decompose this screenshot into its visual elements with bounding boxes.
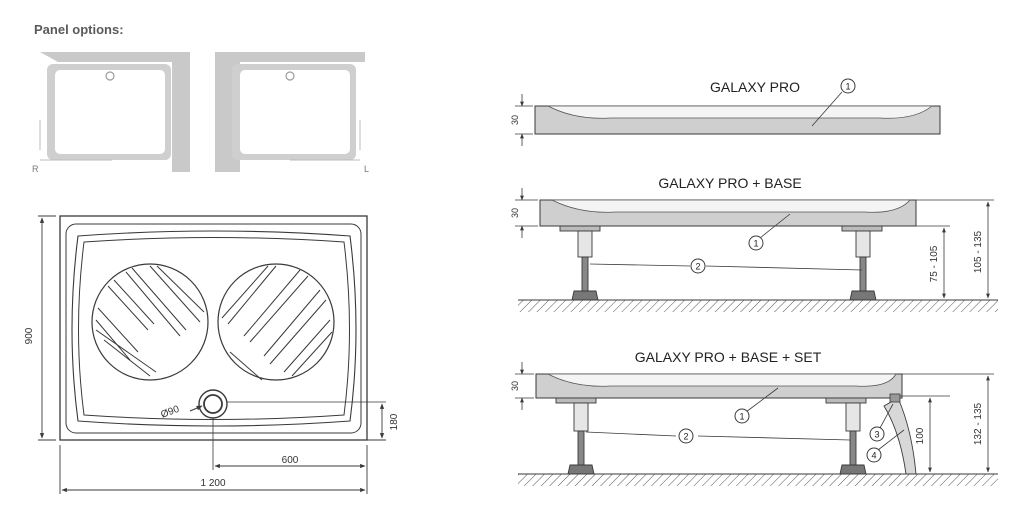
plan-height-dim: 900	[24, 327, 35, 344]
callout-1-icon	[840, 78, 856, 94]
callout-1-label: 1	[739, 412, 744, 422]
callout-2-icon	[678, 428, 694, 444]
thickness-dim: 30	[510, 208, 520, 218]
anti-slip-disc-right	[217, 263, 335, 381]
tray-rim	[65, 223, 362, 434]
section-galaxy-pro-base-set: GALAXY PRO + BASE + SET	[510, 349, 998, 486]
floor-hatch	[518, 300, 998, 312]
thickness-dim: 30	[510, 115, 520, 125]
tray-basin-outer	[71, 230, 357, 427]
drain-inner-ring	[203, 394, 223, 414]
total-range-dim: 105 - 135	[973, 230, 984, 273]
panel-option-right: R	[32, 48, 190, 174]
section-title: GALAXY PRO + BASE	[658, 175, 801, 191]
callout-2-label: 2	[695, 262, 700, 272]
total-range-dim: 132 - 135	[973, 402, 984, 445]
drain-offset-y-dim: 180	[389, 413, 400, 430]
callout-4-icon	[866, 447, 882, 463]
callout-4-label: 4	[871, 451, 876, 461]
tray-inner	[55, 70, 165, 154]
callout-1-icon	[734, 408, 750, 424]
panel-height-dim: 100	[915, 427, 926, 444]
panel-label-r: R	[32, 164, 39, 174]
front-panel	[883, 397, 917, 475]
callout-1-label: 1	[845, 82, 850, 92]
panel-bracket	[889, 393, 901, 403]
drain-diameter-label: Ø90	[159, 404, 181, 421]
section-galaxy-pro-base: GALAXY PRO + BASE	[510, 175, 998, 312]
anti-slip-stripes-left	[95, 265, 205, 377]
callout-3-label: 3	[874, 430, 879, 440]
panel-wall-shape	[40, 52, 190, 172]
drain-icon	[285, 71, 295, 81]
leg-range-dim: 75 - 105	[929, 245, 940, 282]
panel-wall-shape	[215, 52, 365, 172]
tray-basin-inner	[78, 237, 350, 420]
section-title: GALAXY PRO + BASE + SET	[635, 349, 822, 365]
drain-icon	[105, 71, 115, 81]
tray-inner	[240, 70, 350, 154]
panel-option-left: L	[215, 48, 369, 174]
thickness-dim: 30	[510, 381, 520, 391]
plan-dimension-lines	[38, 215, 386, 494]
panel-label-l: L	[364, 164, 369, 174]
panel-options-title: Panel options:	[34, 22, 124, 37]
floor-hatch	[518, 474, 998, 486]
callout-1-icon	[748, 235, 764, 251]
tray-outer-edge	[59, 215, 368, 441]
callout-3-icon	[869, 426, 885, 442]
plan-width-dim: 1 200	[200, 478, 225, 489]
plan-view	[59, 215, 386, 470]
drain-offset-x-dim: 600	[282, 455, 299, 466]
section-galaxy-pro: GALAXY PRO 30 1	[510, 78, 941, 146]
callout-2-icon	[690, 258, 706, 274]
callout-2-label: 2	[683, 432, 688, 442]
anti-slip-stripes-right	[221, 265, 333, 381]
leveling-feet	[555, 397, 867, 475]
callout-1-label: 1	[753, 239, 758, 249]
leveling-feet	[559, 225, 883, 301]
section-title: GALAXY PRO	[710, 79, 800, 95]
anti-slip-disc-left	[91, 263, 209, 381]
